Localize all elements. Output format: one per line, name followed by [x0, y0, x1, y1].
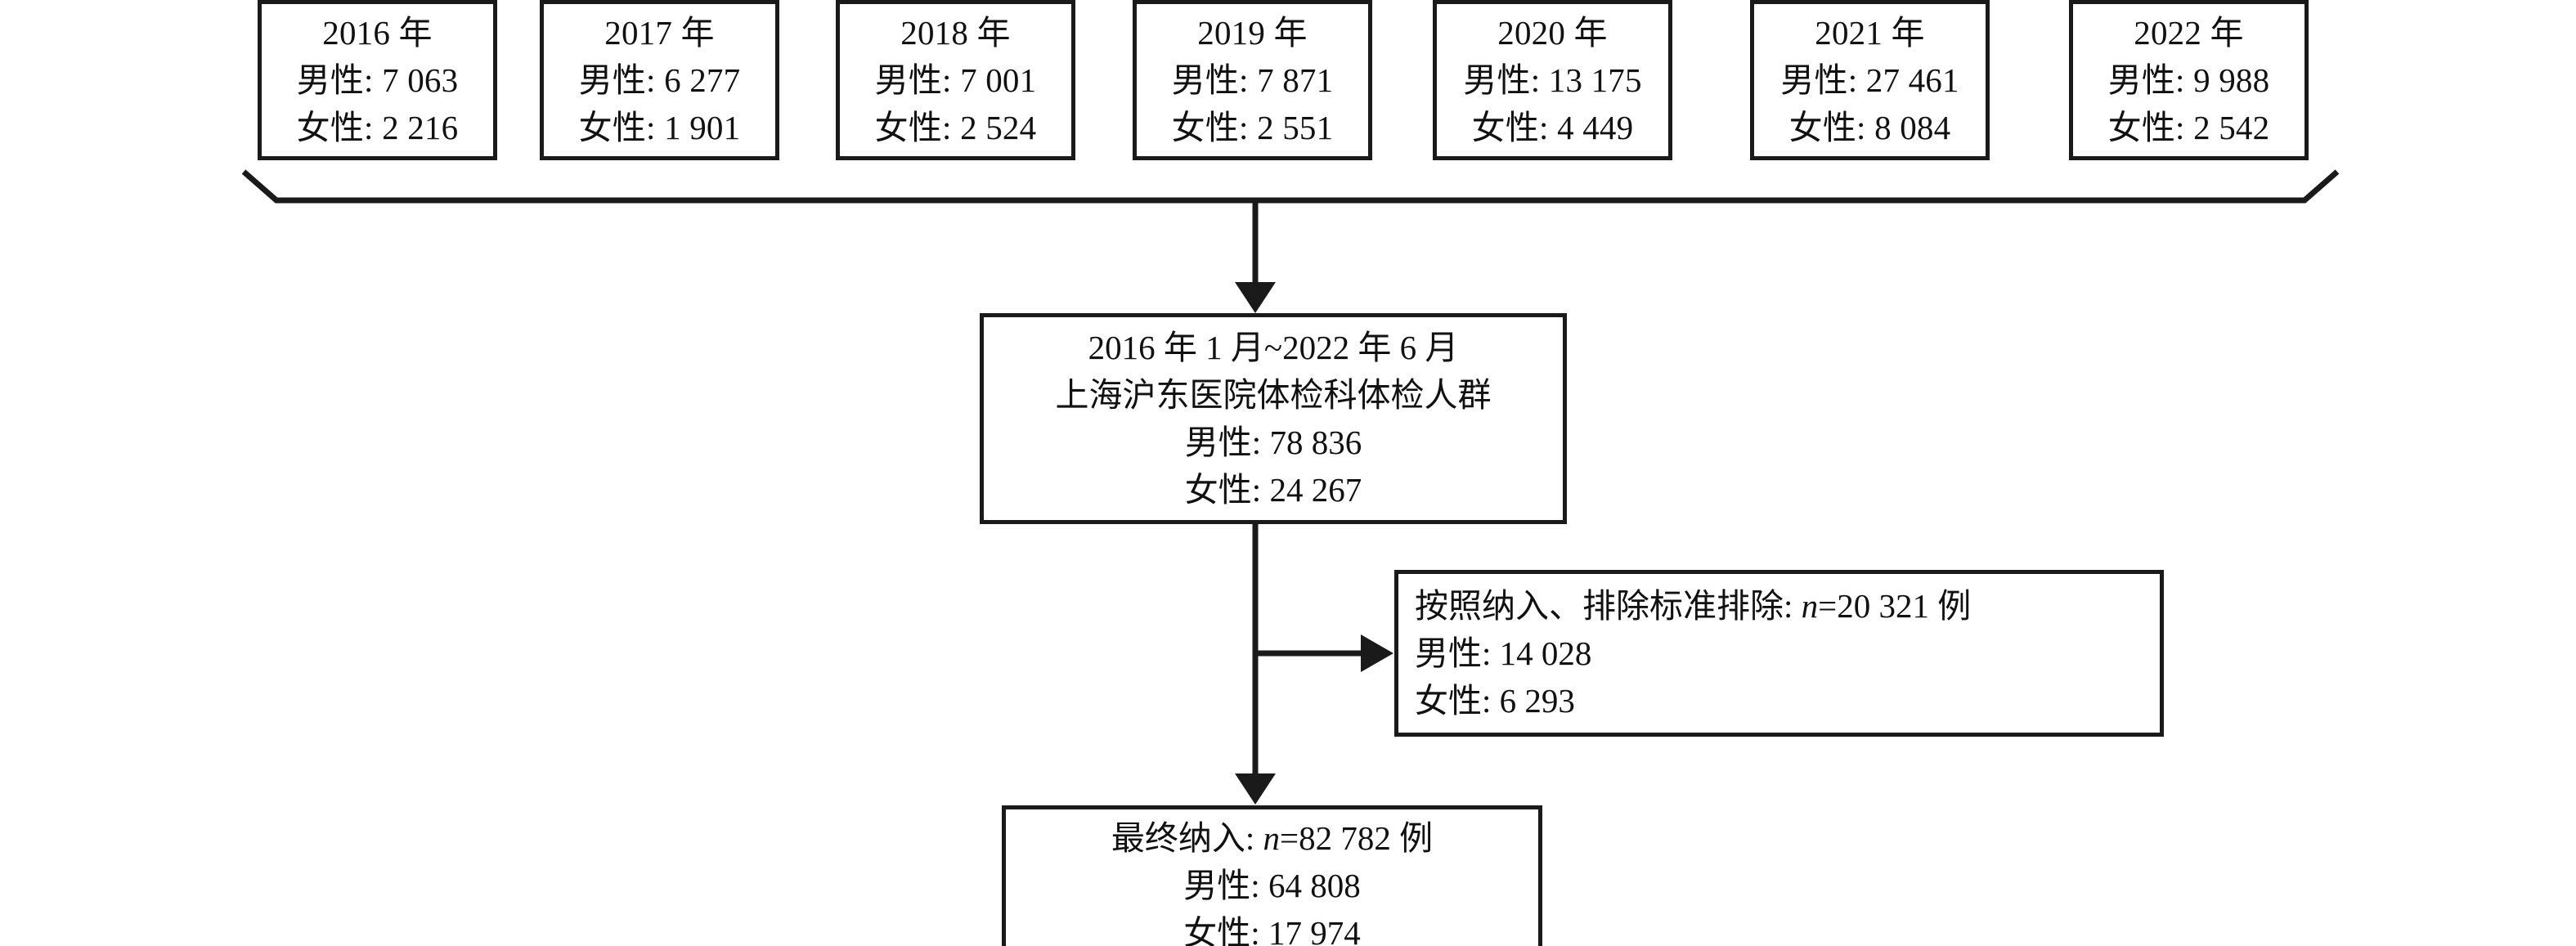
arrow-to-exclusion-head	[1361, 634, 1393, 672]
year-box-2021: 2021 年 男性: 27 461 女性: 8 084	[1750, 0, 1990, 160]
male-count: 男性: 13 175	[1463, 61, 1642, 99]
exclusion-box: 按照纳入、排除标准排除: n=20 321 例 男性: 14 028 女性: 6…	[1394, 570, 2164, 737]
pooled-population-box: 2016 年 1 月~2022 年 6 月 上海沪东医院体检科体检人群 男性: …	[980, 313, 1567, 524]
arrow-bracket-to-pooled-head	[1235, 282, 1276, 313]
year-box-2016: 2016 年 男性: 7 063 女性: 2 216	[258, 0, 497, 160]
year-box-2020: 2020 年 男性: 13 175 女性: 4 449	[1433, 0, 1672, 160]
female-count: 女性: 1 901	[578, 109, 741, 146]
female-count: 女性: 2 216	[296, 109, 459, 146]
year-box-2017: 2017 年 男性: 6 277 女性: 1 901	[540, 0, 779, 160]
final-included-box: 最终纳入: n=82 782 例 男性: 64 808 女性: 17 974	[1002, 805, 1542, 946]
exclusion-criteria-line: 按照纳入、排除标准排除: n=20 321 例	[1415, 582, 1971, 630]
female-count: 女性: 2 524	[874, 109, 1037, 146]
n-symbol: n	[1263, 819, 1281, 857]
female-count: 女性: 24 267	[1184, 471, 1362, 509]
male-count: 男性: 27 461	[1780, 61, 1959, 99]
n-symbol: n	[1801, 587, 1819, 625]
female-count: 女性: 2 542	[2107, 109, 2270, 146]
male-count: 男性: 14 028	[1415, 634, 1592, 672]
male-count: 男性: 7 871	[1171, 61, 1334, 99]
year-box-2022: 2022 年 男性: 9 988 女性: 2 542	[2069, 0, 2309, 160]
year-label: 2019 年	[1197, 14, 1308, 52]
year-label: 2022 年	[2134, 14, 2244, 52]
study-source: 上海沪东医院体检科体检人群	[1055, 376, 1492, 414]
year-label: 2020 年	[1497, 14, 1608, 52]
exclusion-criteria-prefix: 按照纳入、排除标准排除:	[1415, 587, 1802, 625]
arrow-pooled-to-final-head	[1235, 773, 1276, 805]
final-included-prefix: 最终纳入:	[1111, 819, 1263, 857]
exclusion-criteria-suffix: =20 321 例	[1818, 587, 1972, 625]
year-label: 2016 年	[322, 14, 433, 52]
male-count: 男性: 9 988	[2107, 61, 2270, 99]
study-period: 2016 年 1 月~2022 年 6 月	[1088, 329, 1459, 366]
year-label: 2021 年	[1815, 14, 1925, 52]
male-count: 男性: 7 063	[296, 61, 459, 99]
year-label: 2018 年	[900, 14, 1011, 52]
male-count: 男性: 7 001	[874, 61, 1037, 99]
female-count: 女性: 4 449	[1471, 109, 1634, 146]
male-count: 男性: 78 836	[1184, 424, 1362, 461]
year-box-2018: 2018 年 男性: 7 001 女性: 2 524	[836, 0, 1075, 160]
female-count: 女性: 8 084	[1788, 109, 1951, 146]
group-bracket	[241, 169, 2340, 204]
female-count: 女性: 2 551	[1171, 109, 1334, 146]
female-count: 女性: 6 293	[1415, 682, 1575, 720]
final-included-suffix: =82 782 例	[1280, 819, 1434, 857]
male-count: 男性: 64 808	[1183, 867, 1361, 904]
year-box-2019: 2019 年 男性: 7 871 女性: 2 551	[1133, 0, 1372, 160]
final-included-line: 最终纳入: n=82 782 例	[1111, 814, 1433, 862]
male-count: 男性: 6 277	[578, 61, 741, 99]
female-count: 女性: 17 974	[1183, 914, 1361, 946]
year-label: 2017 年	[604, 14, 715, 52]
